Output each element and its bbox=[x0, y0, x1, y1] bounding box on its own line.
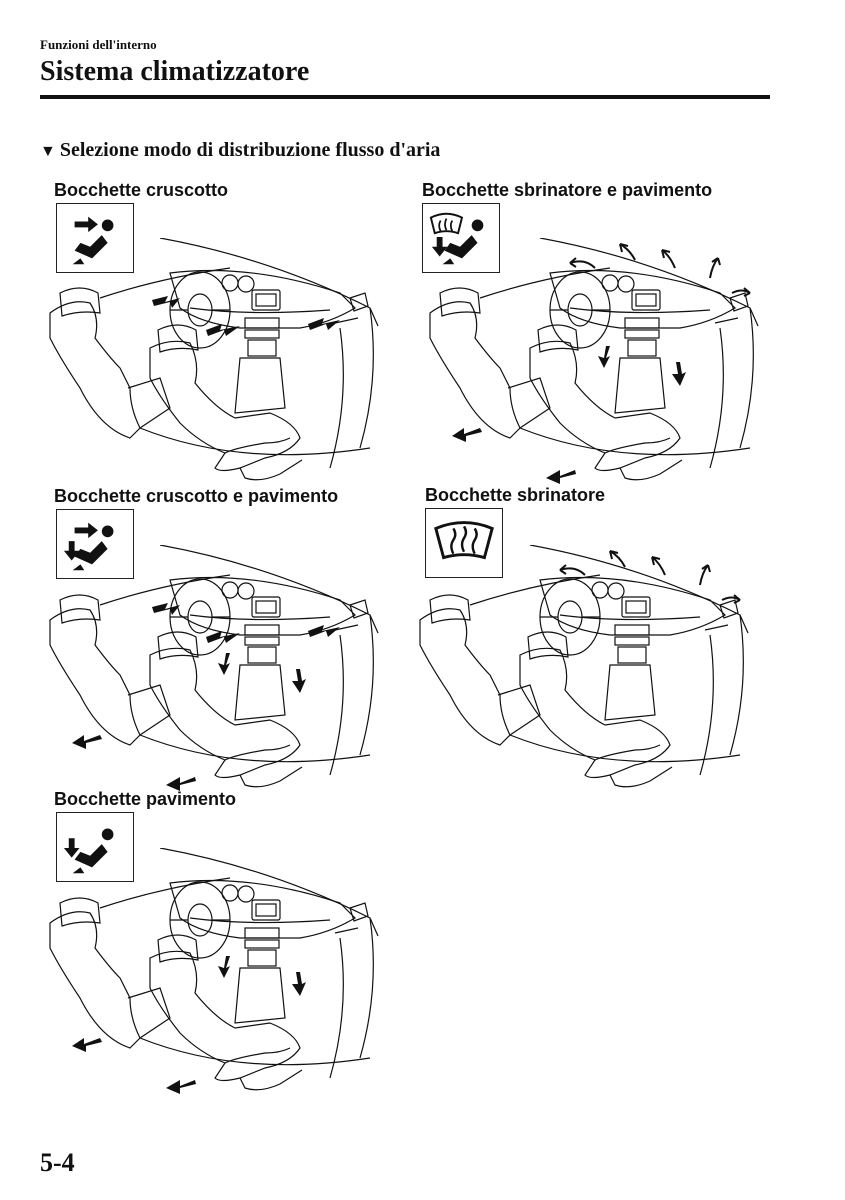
panel-title-dashboard: Bocchette cruscotto bbox=[54, 180, 228, 201]
chapter-heading: Funzioni dell'interno bbox=[40, 37, 157, 53]
panel-title-floor: Bocchette pavimento bbox=[54, 789, 236, 810]
car-interior-defroster-illustration bbox=[410, 545, 755, 795]
header-rule bbox=[40, 95, 770, 99]
page-number: 5-4 bbox=[40, 1148, 75, 1178]
panel-title-defroster: Bocchette sbrinatore bbox=[425, 485, 605, 506]
panel-title-defroster-floor: Bocchette sbrinatore e pavimento bbox=[422, 180, 712, 201]
car-interior-defroster-floor-illustration bbox=[420, 238, 765, 488]
panel-title-dashboard-floor: Bocchette cruscotto e pavimento bbox=[54, 486, 338, 507]
car-interior-dashboard-illustration bbox=[40, 238, 385, 488]
car-interior-floor-illustration bbox=[40, 848, 385, 1098]
car-interior-bi-level-illustration bbox=[40, 545, 385, 795]
section-heading: ▼Selezione modo di distribuzione flusso … bbox=[40, 139, 440, 162]
page-title: Sistema climatizzatore bbox=[40, 56, 309, 88]
section-title: Selezione modo di distribuzione flusso d… bbox=[60, 139, 441, 161]
section-marker-icon: ▼ bbox=[40, 143, 56, 160]
